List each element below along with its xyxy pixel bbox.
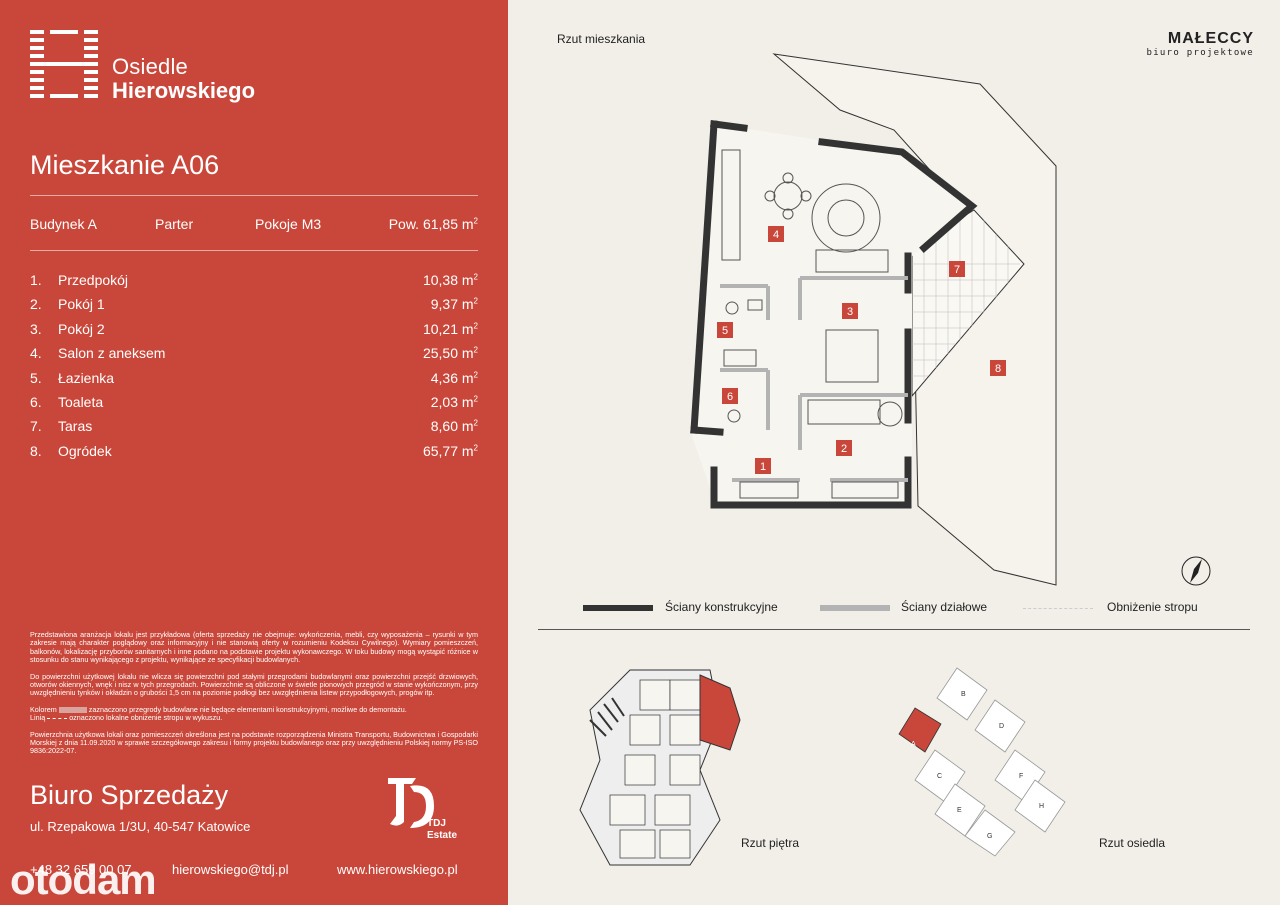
rooms-label: Pokoje M3 — [255, 216, 322, 232]
svg-text:A: A — [911, 741, 916, 748]
building-label: Budynek A — [30, 216, 97, 232]
divider — [30, 250, 478, 251]
office-phone[interactable]: +48 32 659 00 07 — [30, 862, 132, 877]
svg-text:4: 4 — [773, 229, 779, 241]
legend-partition: Ściany działowe — [901, 600, 988, 614]
brand-logo: Osiedle Hierowskiego — [30, 30, 270, 103]
ceiling-dashed-line-icon — [1023, 608, 1093, 609]
office-address: ul. Rzepakowa 1/3U, 40-547 Katowice — [30, 819, 251, 834]
apartment-title: Mieszkanie A06 — [30, 150, 220, 180]
apartment-meta: Budynek A Parter Pokoje M3 Pow. 61,85 m2 — [30, 216, 478, 236]
partition-swatch-icon — [58, 706, 87, 713]
structural-wall — [710, 456, 912, 509]
svg-text:B: B — [961, 691, 966, 698]
floor-label: Parter — [155, 216, 194, 232]
svg-text:1: 1 — [760, 461, 766, 473]
disclaimer: Przedstawiona aranżacja lokalu jest przy… — [30, 630, 478, 756]
area-label: Pow. 61,85 m2 — [388, 216, 478, 232]
svg-text:C: C — [937, 773, 942, 780]
svg-text:6: 6 — [727, 391, 733, 403]
svg-text:G: G — [987, 833, 992, 840]
divider — [30, 195, 478, 196]
plan-legend: Ściany konstrukcyjne Ściany działowe Obn… — [583, 598, 1223, 618]
room-label-4: 4 — [768, 226, 784, 242]
section-divider — [538, 629, 1250, 630]
structural-wall — [690, 426, 724, 436]
room-label-7: 7 — [949, 261, 965, 277]
floor-plan-label: Rzut piętra — [741, 836, 800, 850]
structural-wall-swatch-icon — [583, 605, 653, 611]
building-a-highlight — [898, 707, 942, 753]
dashed-line-icon — [47, 717, 68, 719]
otodam-watermark: otodam — [10, 856, 157, 903]
estate-plan-label: Rzut osiedla — [1099, 836, 1166, 850]
office-website[interactable]: www.hierowskiego.pl — [337, 862, 458, 877]
partition-wall-swatch-icon — [820, 605, 890, 611]
svg-text:H: H — [1039, 803, 1044, 810]
plan-title: Rzut mieszkania — [557, 32, 646, 46]
svg-text:5: 5 — [722, 325, 728, 337]
room-label-3: 3 — [842, 303, 858, 319]
svg-text:8: 8 — [995, 363, 1001, 375]
architect-logo: MAŁECCY biuro projektowe — [1146, 30, 1254, 58]
structural-wall — [818, 138, 978, 253]
legend-ceiling: Obniżenie stropu — [1107, 600, 1198, 614]
svg-text:F: F — [1019, 773, 1023, 780]
svg-text:7: 7 — [954, 264, 960, 276]
office-email[interactable]: hierowskiego@tdj.pl — [172, 862, 289, 877]
svg-text:D: D — [999, 723, 1004, 730]
room-label-6: 6 — [722, 388, 738, 404]
tdj-logo-icon — [388, 778, 434, 828]
room-label-8: 8 — [990, 360, 1006, 376]
estate-plan-map: A B C D E F G H — [898, 667, 1066, 857]
brand-line1: Osiedle — [112, 54, 188, 79]
structural-wall — [690, 120, 718, 434]
apartment-floor-plan: 1 2 3 4 5 6 7 8 — [690, 53, 1057, 586]
brand-line2: Hierowskiego — [112, 78, 256, 103]
floor-plan-map — [579, 669, 741, 866]
compass-icon — [1181, 556, 1211, 586]
room-label-1: 1 — [755, 458, 771, 474]
selected-apartment-highlight — [699, 674, 741, 751]
left-panel: Osiedle Hierowskiego Mieszkanie A06 Budy… — [0, 0, 508, 905]
room-label-2: 2 — [836, 440, 852, 456]
svg-text:E: E — [957, 807, 962, 814]
svg-text:2: 2 — [841, 443, 847, 455]
legend-structural: Ściany konstrukcyjne — [665, 600, 778, 614]
svg-text:3: 3 — [847, 306, 853, 318]
sales-office-title: Biuro Sprzedaży — [30, 780, 229, 810]
structural-wall — [710, 120, 748, 132]
hierowskiego-logo-icon — [30, 30, 98, 98]
room-label-5: 5 — [717, 322, 733, 338]
